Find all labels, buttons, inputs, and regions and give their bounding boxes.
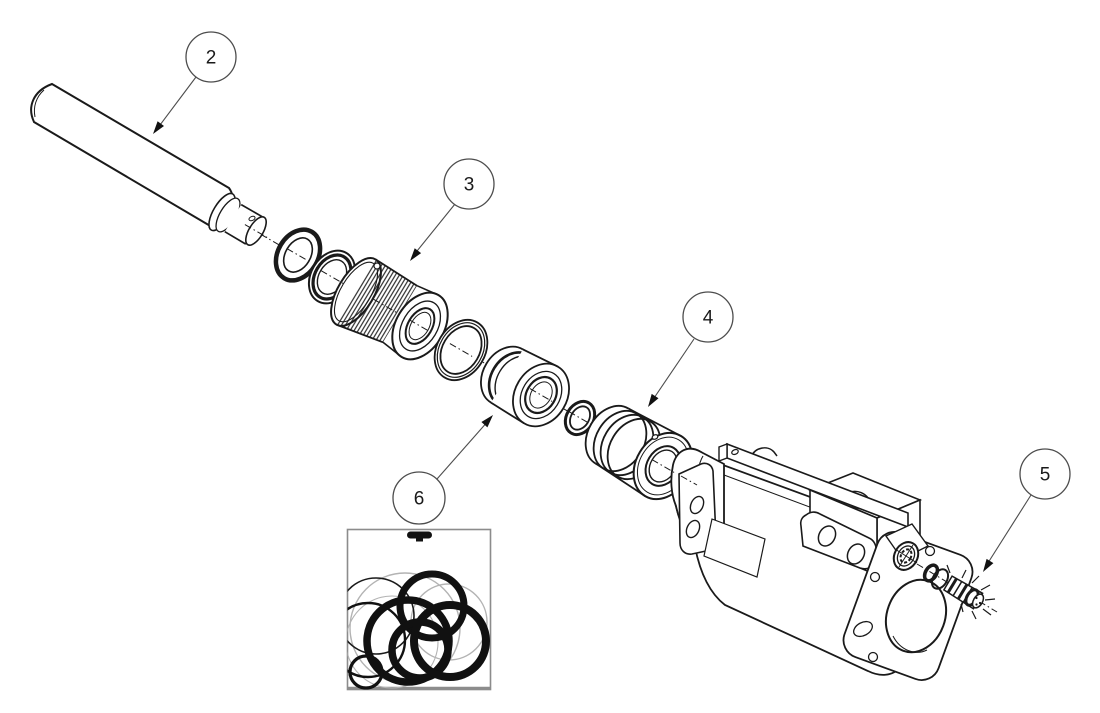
callout-4: 4 (648, 291, 734, 407)
callout-2-arrow (153, 121, 164, 134)
callout-6-arrow (481, 415, 493, 428)
callout-4-label: 4 (703, 308, 714, 329)
callout-4-balloon (682, 291, 734, 343)
callout-5-arrow (983, 558, 994, 572)
callout-6-balloon (392, 471, 446, 525)
thread-whiskers (946, 564, 996, 620)
hang-hole (407, 531, 432, 542)
callout-4-arrow (648, 393, 659, 407)
callout-3-balloon (443, 158, 495, 210)
cylinder-body (670, 442, 974, 681)
callout-2-balloon (185, 31, 237, 83)
mounting-lug-plate (799, 511, 877, 570)
callout-3-arrow (410, 248, 422, 261)
callout-6-label: 6 (414, 489, 425, 510)
tie-rod-rail (718, 442, 909, 529)
gland-o-ring (433, 319, 489, 381)
seal-kit-bag (346, 528, 492, 691)
callout-5-balloon (1019, 448, 1071, 500)
callout-3-label: 3 (464, 175, 475, 196)
callout-3: 3 (410, 158, 495, 261)
callout-5-label: 5 (1040, 465, 1051, 486)
piston-rod (30, 82, 267, 246)
port-fitting (916, 563, 998, 620)
nameplate (703, 518, 766, 578)
callout-2-label: 2 (206, 48, 217, 69)
callout-6: 6 (392, 415, 493, 525)
seal-cartridge (480, 345, 570, 428)
port-boss (884, 523, 930, 571)
callout-2: 2 (153, 31, 237, 134)
centerline-ticks (244, 224, 698, 486)
bag-o-rings (347, 570, 490, 690)
callout-5: 5 (983, 448, 1071, 572)
threaded-gland (330, 257, 449, 361)
